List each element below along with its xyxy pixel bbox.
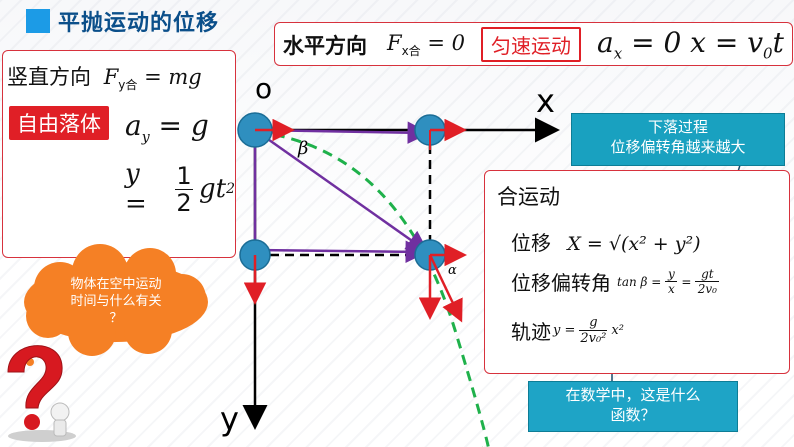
velocity-resultant	[428, 254, 463, 323]
fraction-denominator: 2v₀	[697, 282, 717, 296]
force-subscript: y合	[118, 78, 138, 93]
fraction-line	[695, 281, 720, 282]
math-line-1: 在数学中，这是什么	[565, 386, 701, 404]
alpha-label: α	[448, 263, 457, 278]
accel-value: = 0	[631, 26, 682, 59]
bottom-displacement-vector	[254, 240, 428, 264]
accel-value: = g	[158, 109, 209, 142]
note-line-1: 下落过程	[647, 118, 708, 136]
v0-subscript: 0	[763, 44, 773, 63]
fraction-numerator: g	[589, 315, 598, 330]
force-symbol: F	[387, 31, 402, 55]
accel-symbol: a	[125, 109, 142, 142]
fraction-numerator: 1	[176, 161, 192, 190]
trajectory-row: 轨迹 y = g 2v₀² x²	[511, 315, 624, 346]
angle-label: 位移偏转角	[511, 271, 611, 295]
horizontal-kinematics: ax = 0 x = v0t	[597, 26, 784, 63]
bubble-line-2: 时间与什么有关	[70, 294, 162, 309]
horizontal-force-eq: Fx合 = 0	[387, 31, 465, 59]
fraction-denominator: 2v₀²	[580, 331, 607, 346]
trajectory-x-squared: x²	[611, 323, 624, 338]
tan-beta: tan β =	[617, 274, 662, 289]
force-value: = 0	[427, 31, 466, 55]
x-axis-label: x	[536, 82, 555, 120]
position-eq: x = v	[690, 26, 764, 59]
title-square-icon	[26, 9, 50, 33]
g-over-2v0sq-fraction: g 2v₀²	[579, 315, 608, 346]
gt-over-2v0-fraction: gt 2v₀	[695, 267, 720, 296]
math-question-box: 在数学中，这是什么 函数？	[528, 381, 738, 432]
trajectory-lhs: y =	[553, 323, 576, 338]
horizontal-label: 水平方向	[283, 34, 367, 58]
vertical-header: 竖直方向 Fy合 = mg	[7, 61, 202, 93]
fraction-line	[579, 330, 608, 331]
displacement-label: 位移	[511, 231, 551, 255]
position-lhs: y =	[125, 159, 147, 219]
y-axis-label: y	[220, 400, 239, 438]
trajectory-label: 轨迹	[511, 320, 551, 344]
bubble-line-3: ？	[109, 311, 123, 326]
force-subscript: x合	[401, 44, 421, 59]
fraction-numerator: gt	[701, 267, 714, 281]
displacement-formula: X = √(x² + y²)	[567, 233, 701, 255]
equals-sign: =	[681, 274, 692, 289]
displacement-row: 位移 X = √(x² + y²)	[511, 227, 701, 256]
math-line-2: 函数？	[610, 406, 656, 424]
accel-subscript: y	[141, 129, 150, 146]
force-value: = mg	[144, 65, 202, 89]
resultant-displacement-vector	[254, 128, 430, 253]
title-bar: 平抛运动的位移	[10, 4, 219, 38]
combined-title: 合运动	[497, 185, 560, 209]
force-symbol: F	[103, 65, 119, 89]
combined-motion-box: 合运动 位移 X = √(x² + y²) 位移偏转角 tan β = y x …	[484, 170, 790, 374]
beta-label: β	[298, 138, 309, 159]
y-over-x-fraction: y x	[665, 267, 678, 296]
uniform-motion-tag: 匀速运动	[481, 27, 581, 62]
fraction-line	[174, 188, 193, 190]
horizontal-direction-box: 水平方向 Fx合 = 0 匀速运动 ax = 0 x = v0t	[274, 22, 793, 66]
free-fall-tag: 自由落体	[9, 106, 109, 140]
position-gt: gt	[198, 174, 227, 204]
fraction-denominator: x	[667, 282, 675, 296]
accel-symbol: a	[597, 26, 614, 59]
bubble-line-1: 物体在空中运动	[70, 277, 162, 292]
origin-label: o	[255, 72, 273, 105]
page-title: 平抛运动的位移	[58, 11, 220, 36]
accel-subscript: x	[613, 44, 623, 63]
vertical-accel: ay = g	[125, 109, 209, 146]
fraction-denominator: 2	[176, 188, 192, 217]
fraction-numerator: y	[667, 267, 675, 281]
half-fraction: 1 2	[174, 161, 193, 217]
falling-note-box: 下落过程 位移偏转角越来越大	[571, 113, 785, 166]
angle-row: 位移偏转角 tan β = y x = gt 2v₀	[511, 267, 723, 296]
position-exponent: 2	[226, 181, 235, 197]
trajectory-curve	[257, 130, 490, 447]
fraction-line	[665, 281, 678, 282]
vertical-label: 竖直方向	[7, 65, 91, 89]
position-time: t	[772, 26, 784, 59]
note-line-2: 位移偏转角越来越大	[610, 138, 746, 156]
question-bubble: 物体在空中运动 时间与什么有关 ？	[46, 276, 186, 327]
